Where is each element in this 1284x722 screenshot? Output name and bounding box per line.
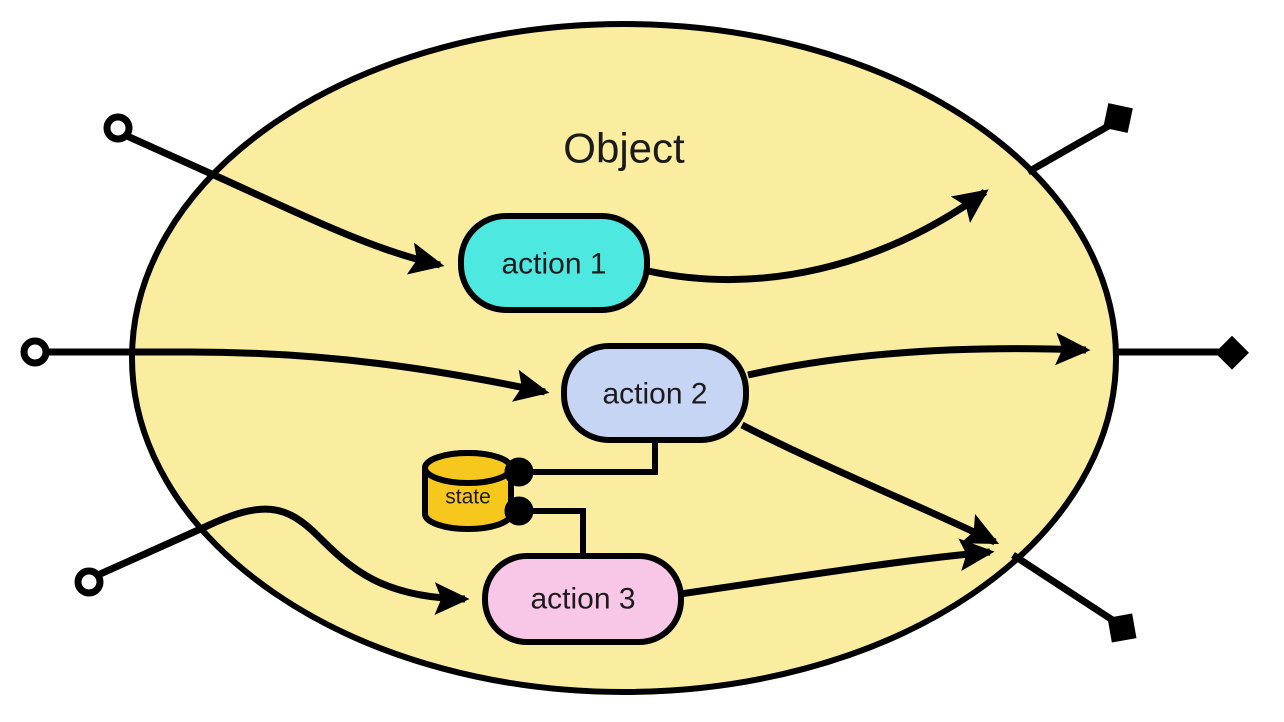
action3-shape[interactable] [482,553,684,645]
input-port-2-socket-icon[interactable] [20,337,50,367]
edge-input2-to-action2[interactable] [46,348,550,402]
edge-output1-stem[interactable] [1026,120,1114,176]
state-cylinder-top [422,450,514,486]
input-port-1-socket-icon[interactable] [103,113,133,143]
edge-action2-to-output3[interactable] [740,421,1000,546]
output-port-3-square-icon[interactable] [1107,613,1137,643]
edge-action2-to-output2[interactable] [747,332,1091,379]
output-port-1-square-icon[interactable] [1103,103,1133,133]
edge-action1-to-output1[interactable] [647,189,989,283]
action1-shape[interactable] [458,213,650,313]
output-port-2-diamond-icon[interactable] [1215,335,1249,370]
edge-state-to-action3[interactable] [526,508,586,558]
edge-action3-to-output3[interactable] [679,538,995,598]
state-write-port-icon[interactable] [504,496,534,526]
node-action2[interactable]: action 2 [561,343,749,443]
edge-state-to-action2[interactable] [526,440,658,475]
input-port-3-socket-icon[interactable] [74,567,104,597]
action2-shape[interactable] [561,343,749,443]
edge-output3-stem[interactable] [1011,552,1116,624]
edge-input1-to-action1[interactable] [125,132,445,275]
node-action3[interactable]: action 3 [482,553,684,645]
edge-input3-to-action3[interactable] [96,505,470,616]
node-action1[interactable]: action 1 [458,213,650,313]
node-state-datastore[interactable]: state [422,450,514,532]
state-read-port-icon[interactable] [504,457,534,487]
